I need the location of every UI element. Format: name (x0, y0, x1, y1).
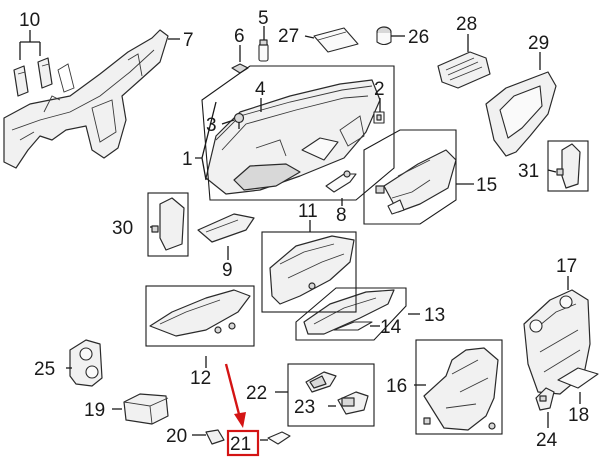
part-19-module[interactable] (123, 393, 169, 425)
part-9-bracket[interactable] (197, 213, 255, 243)
callout-29[interactable]: 29 (528, 33, 549, 54)
callout-30[interactable]: 30 (112, 218, 133, 239)
callout-14[interactable]: 14 (380, 317, 402, 338)
callout-28[interactable]: 28 (456, 14, 477, 35)
part-29-bezel[interactable] (485, 71, 557, 157)
callout-13[interactable]: 13 (424, 305, 445, 326)
callout-31[interactable]: 31 (518, 161, 539, 182)
callout-19[interactable]: 19 (84, 400, 105, 421)
part-10-brackets[interactable] (13, 57, 53, 97)
callout-26[interactable]: 26 (408, 27, 429, 48)
callout-6[interactable]: 6 (234, 26, 245, 47)
part-7-cross-car-beam[interactable] (3, 29, 169, 169)
part-18-mat[interactable] (557, 367, 599, 389)
part-16-side-panel[interactable] (423, 347, 499, 431)
part-27-pad[interactable] (313, 27, 359, 53)
part-17-center-console[interactable] (523, 289, 591, 395)
part-3-screw[interactable] (233, 112, 245, 130)
part-15-console-trim[interactable] (375, 149, 457, 215)
part-31-trim[interactable] (556, 143, 581, 189)
callout-8[interactable]: 8 (336, 205, 347, 226)
part-1-upper-instrument-panel[interactable] (205, 79, 381, 195)
callout-4[interactable]: 4 (255, 79, 266, 100)
callout-3[interactable]: 3 (206, 115, 217, 136)
part-14-clip[interactable] (333, 321, 373, 331)
callout-17[interactable]: 17 (556, 256, 577, 277)
callout-24[interactable]: 24 (536, 430, 558, 451)
part-11-glove-box[interactable] (269, 235, 355, 305)
callout-25[interactable]: 25 (34, 359, 55, 380)
callout-18[interactable]: 18 (568, 405, 589, 426)
part-23-holder[interactable] (337, 391, 369, 415)
callout-15[interactable]: 15 (476, 175, 497, 196)
callout-20[interactable]: 20 (166, 426, 187, 447)
part-30-trim[interactable] (151, 197, 185, 251)
part-5-bulb[interactable] (258, 39, 269, 62)
callout-12[interactable]: 12 (190, 368, 211, 389)
callout-27[interactable]: 27 (278, 26, 299, 47)
part-2-clip[interactable] (373, 111, 385, 124)
callout-7[interactable]: 7 (183, 30, 194, 51)
callout-1[interactable]: 1 (182, 149, 193, 170)
part-22-bracket[interactable] (305, 371, 337, 393)
part-24-switch[interactable] (535, 387, 555, 411)
callout-5[interactable]: 5 (258, 8, 269, 29)
callout-9[interactable]: 9 (222, 260, 233, 281)
part-28-vent[interactable] (437, 51, 491, 89)
callout-21[interactable]: 21 (230, 434, 251, 455)
callout-22[interactable]: 22 (246, 383, 267, 404)
callout-11[interactable]: 11 (298, 201, 318, 222)
callout-23[interactable]: 23 (294, 397, 315, 418)
part-12-lower-cover[interactable] (149, 289, 251, 337)
callout-2[interactable]: 2 (374, 79, 385, 100)
callout-16[interactable]: 16 (386, 376, 407, 397)
part-20-clip[interactable] (205, 429, 225, 445)
group-boxes (145, 65, 589, 435)
callout-21-highlight-box (226, 429, 260, 457)
highlight-arrow (224, 363, 246, 428)
part-21-clip[interactable] (267, 431, 291, 445)
callout-10[interactable]: 10 (19, 10, 40, 31)
part-8-bracket[interactable] (325, 170, 357, 193)
part-26-knob[interactable] (376, 26, 392, 46)
part-25-bezel[interactable] (69, 339, 103, 387)
callout-labels: 10 7 6 5 27 26 28 29 4 2 3 1 31 15 8 11 … (19, 8, 589, 455)
